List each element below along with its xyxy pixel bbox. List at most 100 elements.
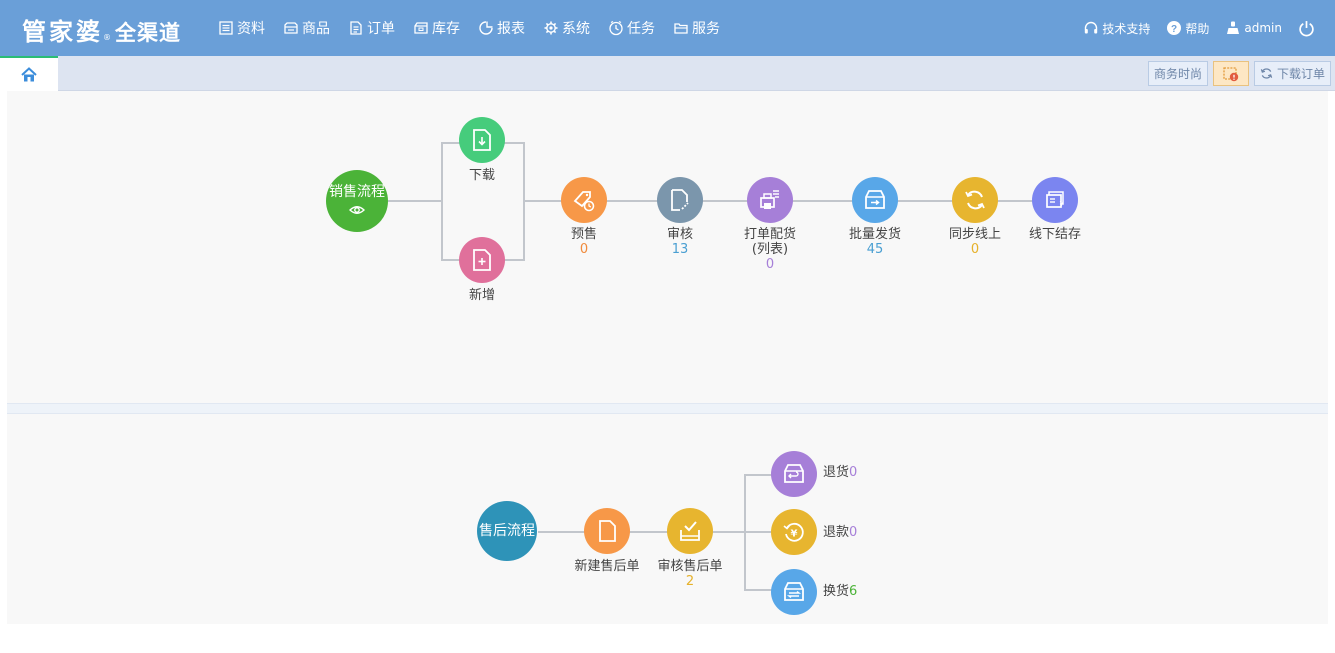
main-menu: 资料 商品 订单 库存 报表 系统 xyxy=(218,0,738,56)
logo-registered-mark: ® xyxy=(103,33,111,42)
sync-online-count[interactable]: 0 xyxy=(970,242,980,257)
audit-step-label: 审核 13 xyxy=(667,227,693,257)
clock-icon xyxy=(609,20,623,36)
headset-icon xyxy=(1085,21,1098,34)
nav-item-system[interactable]: 系统 xyxy=(543,18,590,38)
nav-item-label: 任务 xyxy=(627,21,655,37)
alert-button[interactable] xyxy=(1212,61,1249,86)
nav-item-label: 订单 xyxy=(367,21,395,37)
nav-item-inventory[interactable]: 库存 xyxy=(413,18,460,38)
home-icon xyxy=(21,66,37,81)
logo-subtitle: 全渠道 xyxy=(115,21,181,45)
list-icon xyxy=(219,21,233,35)
tab-bar-actions: 商务时尚 下载订单 xyxy=(1143,61,1331,86)
refund-label: 退款0 xyxy=(823,525,857,540)
connector xyxy=(744,589,794,591)
add-step-label: 新增 xyxy=(468,288,496,303)
help-link[interactable]: ? 帮助 xyxy=(1166,20,1209,37)
print-pick-label-text: 打单配货 xyxy=(743,227,797,242)
printer-icon xyxy=(760,190,779,209)
nav-item-reports[interactable]: 报表 xyxy=(478,18,525,38)
print-pick-step-label: 打单配货 (列表) 0 xyxy=(744,227,796,272)
sync-online-step[interactable] xyxy=(952,177,998,223)
new-doc-icon xyxy=(599,520,616,542)
audit-label-text: 审核 xyxy=(666,227,694,242)
svg-text:¥: ¥ xyxy=(1060,200,1065,208)
nav-item-orders[interactable]: 订单 xyxy=(348,18,395,38)
audit-aftersale-step[interactable] xyxy=(667,508,713,554)
aftersale-flow-start[interactable]: 售后流程 xyxy=(477,501,537,561)
nav-item-service[interactable]: 服务 xyxy=(673,18,720,38)
download-step-label: 下载 xyxy=(468,168,496,183)
presale-tag-icon xyxy=(573,191,595,212)
presale-count[interactable]: 0 xyxy=(579,242,589,257)
sync-online-step-label: 同步线上 0 xyxy=(949,227,1001,257)
service-icon xyxy=(674,23,688,34)
inventory-icon xyxy=(414,22,428,34)
new-aftersale-step[interactable] xyxy=(584,508,630,554)
report-icon xyxy=(479,21,493,35)
nav-item-label: 库存 xyxy=(432,21,460,37)
tech-support-label: 技术支持 xyxy=(1102,21,1151,36)
aftersale-flow-title: 售后流程 xyxy=(479,523,535,539)
nav-item-tasks[interactable]: 任务 xyxy=(608,18,655,38)
offline-settle-step[interactable]: ¥ xyxy=(1032,177,1078,223)
ship-box-icon xyxy=(865,190,885,209)
connector xyxy=(744,474,794,476)
panel-divider xyxy=(7,403,1328,414)
audit-step[interactable] xyxy=(657,177,703,223)
audit-aftersale-count[interactable]: 2 xyxy=(685,574,695,589)
gear-icon xyxy=(544,21,558,35)
batch-ship-step[interactable] xyxy=(852,177,898,223)
exchange-count[interactable]: 6 xyxy=(849,584,858,599)
return-goods-count[interactable]: 0 xyxy=(849,465,858,480)
logout-button[interactable] xyxy=(1298,20,1315,37)
power-icon xyxy=(1299,20,1314,36)
exchange-label-text: 换货 xyxy=(823,584,850,599)
refund-step[interactable]: ¥ xyxy=(771,509,817,555)
download-step[interactable] xyxy=(459,117,505,163)
shop-select-button[interactable]: 商务时尚 xyxy=(1147,61,1208,86)
download-orders-button[interactable]: 下载订单 xyxy=(1253,61,1331,86)
order-icon xyxy=(350,21,362,35)
audit-doc-icon xyxy=(671,189,689,211)
presale-step-label: 预售 0 xyxy=(571,227,597,257)
nav-item-goods[interactable]: 商品 xyxy=(283,18,330,38)
sales-flow-panel xyxy=(7,91,1328,403)
batch-ship-label-text: 批量发货 xyxy=(848,227,902,242)
add-step[interactable] xyxy=(459,237,505,283)
nav-item-label: 系统 xyxy=(562,21,590,37)
refund-yen-icon: ¥ xyxy=(783,522,804,542)
user-menu[interactable]: admin xyxy=(1225,20,1282,36)
print-pick-sublabel: (列表) xyxy=(751,242,789,257)
shop-name: 商务时尚 xyxy=(1153,67,1202,81)
nav-item-label: 报表 xyxy=(497,21,525,37)
batch-ship-count[interactable]: 45 xyxy=(866,242,884,257)
help-icon: ? xyxy=(1167,21,1182,35)
header-tools: 技术支持 ? 帮助 admin xyxy=(1067,0,1315,56)
print-pick-count[interactable]: 0 xyxy=(765,257,775,272)
logo-brand: 管家婆 xyxy=(22,18,103,46)
exchange-step[interactable] xyxy=(771,569,817,615)
sales-flow-start[interactable]: 销售流程 xyxy=(326,170,388,232)
presale-label-text: 预售 xyxy=(570,227,598,242)
presale-step[interactable] xyxy=(561,177,607,223)
logo: 管家婆 ® 全渠道 xyxy=(22,12,181,46)
tab-home[interactable] xyxy=(0,56,58,91)
download-doc-icon xyxy=(473,129,491,151)
download-orders-label: 下载订单 xyxy=(1276,67,1325,81)
refund-count[interactable]: 0 xyxy=(849,525,858,540)
audit-count[interactable]: 13 xyxy=(671,242,689,257)
tech-support-link[interactable]: 技术支持 xyxy=(1083,20,1150,37)
audit-check-icon xyxy=(680,521,700,541)
svg-text:?: ? xyxy=(1171,24,1177,35)
nav-item-data[interactable]: 资料 xyxy=(218,18,265,38)
return-goods-step[interactable] xyxy=(771,451,817,497)
print-pick-step[interactable] xyxy=(747,177,793,223)
goods-icon xyxy=(284,22,298,34)
eye-icon xyxy=(349,206,365,214)
connector xyxy=(538,531,745,533)
new-aftersale-step-label: 新建售后单 xyxy=(574,559,640,574)
svg-text:¥: ¥ xyxy=(791,529,798,540)
connector xyxy=(744,531,794,533)
